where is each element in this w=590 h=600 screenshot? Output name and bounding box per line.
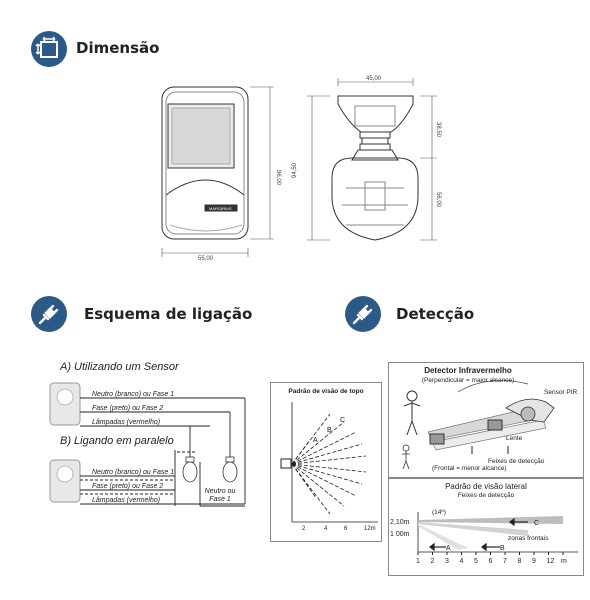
topview-zone-a: A [313, 437, 318, 444]
wiring-title: Esquema de ligação [84, 305, 253, 323]
lateral-tick-label: 12 [547, 558, 555, 565]
b-neutral-label: Neutro (branco) ou Fase 1 [92, 469, 174, 476]
pir-lens-label: Lente [506, 435, 523, 442]
lateral-zone-c: C [534, 520, 539, 527]
sensor-b [49, 459, 81, 503]
pir-beams-label: Feixes de detecção [488, 458, 545, 465]
lateral-tick-label: 3 [445, 558, 449, 565]
a-neutral-label: Neutro (branco) ou Fase 1 [92, 391, 174, 398]
person-figure [403, 390, 421, 436]
plug-icon [31, 296, 67, 332]
resize-icon [31, 31, 67, 67]
topview-title: Padrão de visão de topo [288, 388, 363, 395]
topview-zone-b: B [327, 427, 332, 434]
a-phase-label: Fase (preto) ou Fase 2 [92, 405, 163, 412]
pir-title: Detector Infravermelho [424, 366, 512, 375]
topview-tick: 6 [344, 526, 348, 532]
wiring-a-title: A) Utilizando um Sensor [59, 361, 180, 373]
detection-title: Detecção [396, 305, 475, 323]
lateral-tick-label: 5 [474, 558, 478, 565]
lateral-tick-label: 9 [532, 558, 536, 565]
plug-icon [345, 296, 381, 332]
a-lamps-label: Lâmpadas (vermelho) [92, 419, 160, 426]
lateral-title: Padrão de visão lateral [445, 482, 527, 491]
lateral-subtitle: Feixes de detecção [458, 492, 515, 499]
lateral-height-low: 1 00m [390, 531, 410, 538]
pir-sensor-label: Sensor PIR [544, 389, 578, 396]
lateral-tick-label: 1 [416, 558, 420, 565]
junction-label: Neutro ou Fase 1 [204, 488, 236, 503]
wiring-diagram: A) Utilizando um Sensor Neutro (branco) … [49, 361, 246, 507]
side-total-height-label: 94,50 [292, 162, 298, 178]
lateral-diagram: Padrão de visão lateral Feixes de detecç… [388, 478, 584, 576]
topview-tick: 2 [302, 526, 306, 532]
pir-subtitle: (Perpendicular = maior alcance) [422, 377, 514, 384]
lamp [182, 456, 198, 483]
front-view [161, 86, 249, 240]
side-lower-height-label: 56,00 [435, 192, 441, 208]
side-view [331, 95, 419, 241]
topview-zone-c: C [340, 417, 345, 424]
dimensions-drawing: MARGIRIUS 55,00 96,00 45,00 94,50 38,50 [161, 76, 441, 262]
b-lamps-label: Lâmpadas (vermelho) [92, 497, 160, 504]
lateral-tick-label: 8 [518, 558, 522, 565]
topview-tick: 4 [324, 526, 328, 532]
lateral-tick-label: 7 [503, 558, 507, 565]
pir-diagram: Detector Infravermelho (Perpendicular = … [388, 362, 584, 478]
lamp [222, 456, 238, 483]
brand-label: MARGIRIUS [209, 206, 232, 211]
topview-tick: 12m [364, 526, 376, 532]
sensor-a [49, 382, 81, 426]
wiring-b-title: B) Ligando em paralelo [60, 435, 174, 447]
lateral-height-high: 2,10m [390, 519, 410, 526]
b-phase-label: Fase (preto) ou Fase 2 [92, 483, 163, 490]
front-width-label: 55,00 [198, 256, 214, 262]
side-upper-height-label: 38,50 [435, 122, 441, 138]
lateral-zone-a: A [446, 545, 451, 552]
lateral-tick-label: 6 [489, 558, 493, 565]
lateral-tick-label: 2 [431, 558, 435, 565]
lateral-tick-label: 4 [460, 558, 464, 565]
topview-diagram: Padrão de visão de topo A B C 2 4 6 12m [270, 382, 382, 542]
pir-frontal-label: (Frontal = menor alcance) [432, 465, 507, 472]
front-height-label: 96,00 [275, 170, 281, 186]
dimensions-title: Dimensão [76, 39, 160, 57]
lateral-tick-label: m [561, 558, 567, 565]
pir-sensor [505, 398, 555, 423]
lateral-zone-b: B [500, 545, 505, 552]
junction-label-wrap: Neutro ou Fase 1 [204, 488, 236, 503]
lateral-angle: (14º) [432, 509, 446, 516]
side-top-width-label: 45,00 [366, 76, 382, 82]
lateral-zones-label: zonas frontais [508, 535, 549, 542]
child-figure [402, 444, 410, 470]
